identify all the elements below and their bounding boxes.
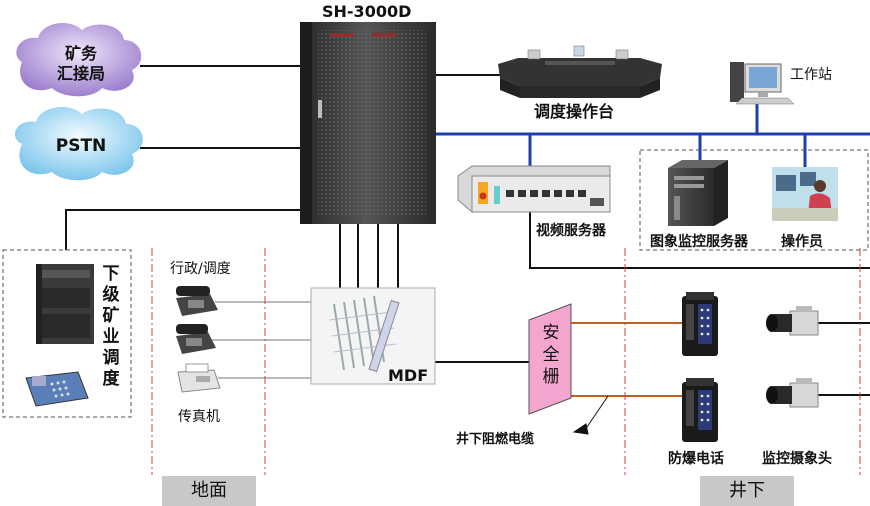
lower-mine-dispatch-box <box>2 249 132 418</box>
phone-lines <box>212 301 312 379</box>
safety-barrier-char-3: 栅 <box>542 367 560 387</box>
monitor-camera-1-icon <box>766 306 819 336</box>
operator-icon <box>772 167 838 221</box>
image-monitor-server-icon <box>668 160 728 226</box>
image-monitor-server-label: 图象监控服务器 <box>650 234 748 250</box>
lower-dispatch-char-5: 调 <box>102 348 120 368</box>
workstation-icon <box>730 62 795 105</box>
safety-barrier-char-2: 全 <box>542 345 560 365</box>
safety-barrier-label: 安 全 栅 <box>541 322 561 388</box>
cloud-mine-bureau-label: 矿务 汇接局 <box>36 44 126 84</box>
lower-dispatch-char-6: 度 <box>102 369 120 389</box>
lower-dispatch-char-1: 下 <box>102 264 120 284</box>
monitor-camera-label: 监控摄象头 <box>762 451 832 467</box>
system-title: SH-3000D <box>322 2 412 21</box>
zone-dividers <box>151 248 861 475</box>
cloud-mine-bureau <box>16 23 142 97</box>
lower-dispatch-char-3: 矿 <box>102 306 120 326</box>
safety-barrier-char-1: 安 <box>542 323 560 343</box>
mdf-icon <box>310 287 436 385</box>
dispatch-keypad-icon <box>25 371 89 407</box>
mdf-label: MDF <box>388 366 429 385</box>
lower-mine-dispatch-label: 下 级 矿 业 调 度 <box>101 264 121 390</box>
dispatch-console-label: 调度操作台 <box>534 102 615 121</box>
connection-lines <box>65 65 870 396</box>
admin-dispatch-label: 行政/调度 <box>170 261 231 277</box>
explosion-proof-phone-label: 防爆电话 <box>668 451 724 467</box>
underground-cable-label: 井下阻燃电缆 <box>456 432 535 447</box>
zone-surface-label: 地面 <box>162 476 256 506</box>
explosion-proof-phone-2-icon <box>682 378 718 442</box>
video-server-icon <box>457 165 611 213</box>
fax-label: 传真机 <box>178 409 220 425</box>
cable-arrow <box>572 395 609 435</box>
video-server-label: 视频服务器 <box>536 223 606 239</box>
safety-barrier-shape <box>528 303 572 415</box>
monitor-area-box <box>639 149 869 251</box>
explosion-proof-phone-1-icon <box>682 292 718 356</box>
workstation-label: 工作站 <box>790 67 832 83</box>
cabinet-sh3000d <box>300 22 436 224</box>
cloud-mine-bureau-line-1: 矿务 <box>64 44 97 63</box>
cloud-pstn <box>14 107 143 181</box>
desk-phone-1-icon <box>176 286 218 316</box>
fax-machine-icon <box>177 363 221 393</box>
lower-dispatch-char-4: 业 <box>102 327 120 347</box>
cloud-mine-bureau-line-2: 汇接局 <box>56 64 105 83</box>
desk-phone-2-icon <box>176 324 216 354</box>
underground-cables <box>571 322 682 397</box>
network-lines <box>435 104 870 168</box>
cloud-pstn-label: PSTN <box>55 136 107 156</box>
zone-underground-label: 井下 <box>700 476 794 506</box>
operator-label: 操作员 <box>781 234 823 250</box>
lower-dispatch-rack-icon <box>36 264 94 344</box>
dispatch-console-icon <box>498 45 662 98</box>
monitor-camera-2-icon <box>766 378 819 408</box>
lower-dispatch-char-2: 级 <box>102 285 120 305</box>
